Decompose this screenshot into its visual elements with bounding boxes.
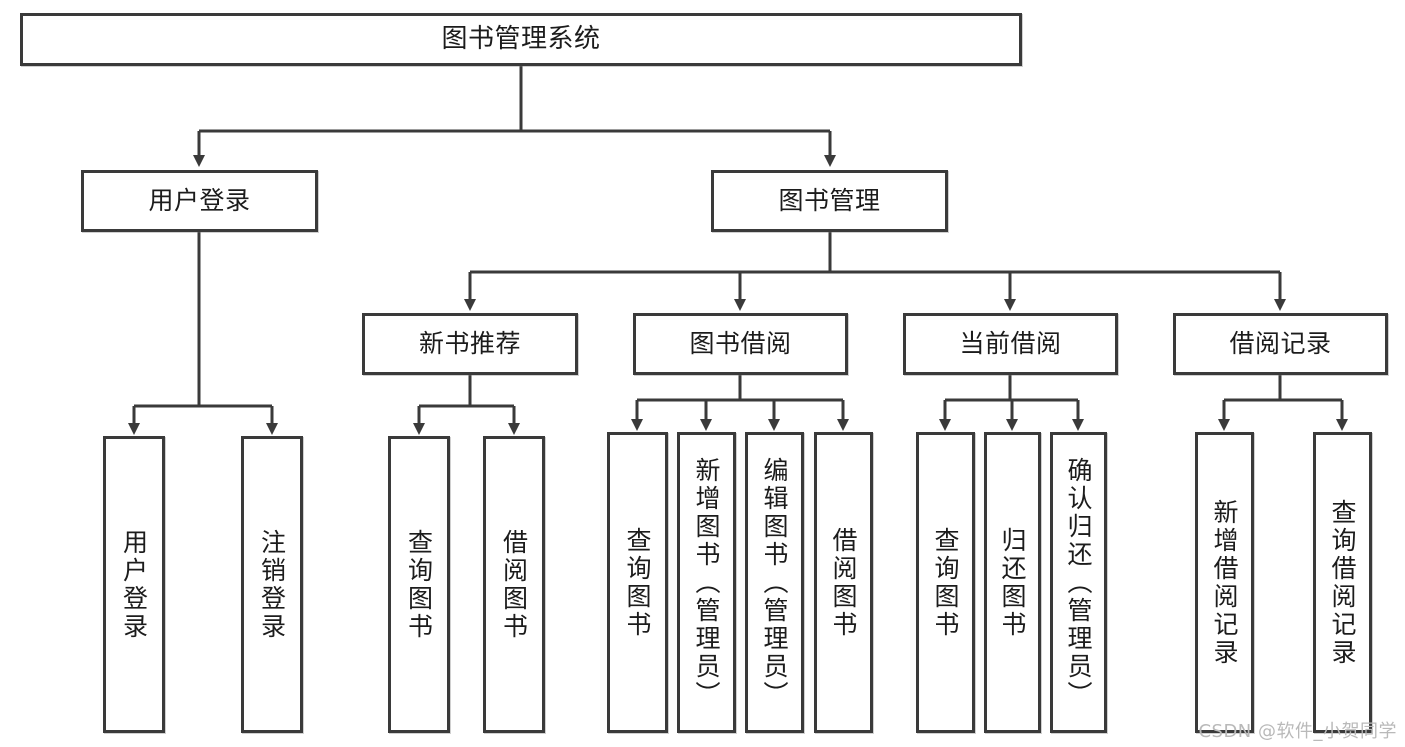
leaf-add-book-admin[interactable]: 新增图书（管理员） <box>677 432 736 733</box>
node-book-borrow[interactable]: 图书借阅 <box>633 313 848 375</box>
leaf-user-login[interactable]: 用户登录 <box>103 436 165 733</box>
leaf-query-book-new-recommend[interactable]: 查询图书 <box>388 436 450 733</box>
leaf-query-borrow-record-label: 查询借阅记录 <box>1328 498 1357 667</box>
watermark: CSDN @软件_小贺同学 <box>1198 721 1397 742</box>
node-borrow-record[interactable]: 借阅记录 <box>1173 313 1388 375</box>
node-root[interactable]: 图书管理系统 <box>20 13 1022 66</box>
leaf-edit-book-admin-label: 编辑图书（管理员） <box>760 456 789 709</box>
leaf-query-borrow-record[interactable]: 查询借阅记录 <box>1313 432 1372 733</box>
node-root-label: 图书管理系统 <box>441 24 601 55</box>
leaf-logout[interactable]: 注销登录 <box>241 436 303 733</box>
leaf-confirm-return-admin[interactable]: 确认归还（管理员） <box>1050 432 1107 733</box>
node-current-borrow-label: 当前借阅 <box>959 329 1062 359</box>
leaf-borrow-book-new-recommend-label: 借阅图书 <box>499 528 529 641</box>
leaf-add-borrow-record[interactable]: 新增借阅记录 <box>1195 432 1254 733</box>
leaf-return-book-label: 归还图书 <box>998 526 1027 639</box>
node-user-login[interactable]: 用户登录 <box>81 170 318 232</box>
node-new-book-recommend-label: 新书推荐 <box>418 329 521 359</box>
node-user-login-label: 用户登录 <box>148 186 251 216</box>
leaf-query-book-current-label: 查询图书 <box>931 526 960 639</box>
leaf-borrow-book-borrow-label: 借阅图书 <box>829 526 858 639</box>
node-current-borrow[interactable]: 当前借阅 <box>903 313 1118 375</box>
leaf-query-book-current[interactable]: 查询图书 <box>916 432 975 733</box>
leaf-edit-book-admin[interactable]: 编辑图书（管理员） <box>745 432 804 733</box>
leaf-add-borrow-record-label: 新增借阅记录 <box>1210 498 1239 667</box>
node-book-management[interactable]: 图书管理 <box>711 170 948 232</box>
leaf-borrow-book-new-recommend[interactable]: 借阅图书 <box>483 436 545 733</box>
leaf-confirm-return-admin-label: 确认归还（管理员） <box>1064 456 1093 709</box>
leaf-borrow-book-borrow[interactable]: 借阅图书 <box>814 432 873 733</box>
leaf-query-book-borrow[interactable]: 查询图书 <box>607 432 668 733</box>
node-new-book-recommend[interactable]: 新书推荐 <box>362 313 578 375</box>
node-book-management-label: 图书管理 <box>778 186 881 216</box>
leaf-user-login-label: 用户登录 <box>119 528 149 641</box>
node-book-borrow-label: 图书借阅 <box>689 329 792 359</box>
leaf-query-book-new-recommend-label: 查询图书 <box>404 528 434 641</box>
leaf-query-book-borrow-label: 查询图书 <box>623 526 652 639</box>
node-borrow-record-label: 借阅记录 <box>1229 329 1332 359</box>
leaf-add-book-admin-label: 新增图书（管理员） <box>692 456 721 709</box>
leaf-return-book[interactable]: 归还图书 <box>984 432 1041 733</box>
leaf-logout-label: 注销登录 <box>257 528 287 641</box>
